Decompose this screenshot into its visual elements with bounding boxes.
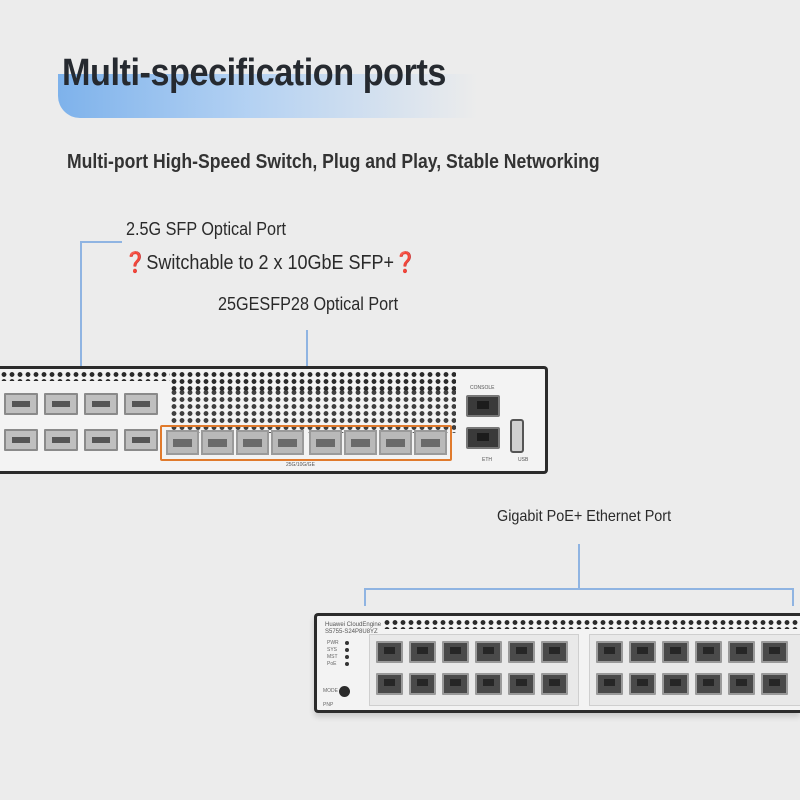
vent-holes-left — [0, 371, 170, 381]
led-label-poe: PoE — [327, 661, 337, 667]
console-label: CONSOLE — [470, 385, 495, 391]
sfp-port — [124, 393, 158, 415]
rj45-port — [376, 673, 403, 695]
rj45-port — [662, 673, 689, 695]
eth-label: ETH — [482, 457, 492, 463]
sfp28-port — [271, 430, 304, 455]
rj45-port — [629, 641, 656, 663]
rj45-port — [442, 673, 469, 695]
mode-button[interactable] — [339, 686, 350, 697]
rj45-port — [475, 641, 502, 663]
sfp-port — [44, 429, 78, 451]
port-group-label: 25G/10G/GE — [286, 462, 315, 468]
rj45-bank-1 — [369, 634, 579, 706]
callout-sfp-detail: ❓Switchable to 2 x 10GbE SFP+❓ — [124, 252, 417, 274]
callout-sfp-title: 2.5G SFP Optical Port — [126, 219, 286, 239]
leader-line-sfp-vertical — [80, 241, 82, 411]
vent-holes-top — [170, 371, 456, 391]
rj45-port — [508, 641, 535, 663]
brand-text: Huawei CloudEngine S5755-S24P8U8YZ — [325, 622, 381, 636]
leader-line-poe-stem — [578, 544, 580, 588]
brand-name: Huawei CloudEngine — [325, 622, 382, 628]
callout-poe: Gigabit PoE+ Ethernet Port — [497, 508, 672, 525]
sfp28-port — [344, 430, 377, 455]
switch-front-panel-top: 25G/10G/GE CONSOLE ETH USB — [0, 366, 548, 474]
rj45-port — [728, 673, 755, 695]
rj45-port — [409, 673, 436, 695]
leader-line-poe-bracket — [364, 588, 794, 590]
rj45-port — [728, 641, 755, 663]
switch-front-panel-bottom: Huawei CloudEngine S5755-S24P8U8YZ PWR S… — [314, 613, 800, 713]
sfp28-port — [414, 430, 447, 455]
sfp28-port — [201, 430, 234, 455]
usb-label: USB — [518, 457, 529, 463]
led-sys — [345, 648, 349, 652]
rj45-port — [761, 673, 788, 695]
rj45-port — [695, 673, 722, 695]
page-title: Multi-specification ports — [62, 52, 446, 94]
led-poe — [345, 662, 349, 666]
rj45-port — [409, 641, 436, 663]
sfp28-port — [166, 430, 199, 455]
led-label-pwr: PWR — [327, 640, 339, 646]
sfp-port — [4, 393, 38, 415]
sfp-port — [44, 393, 78, 415]
sfp28-highlight-box — [160, 425, 452, 461]
console-port — [466, 395, 500, 417]
rj45-port — [376, 641, 403, 663]
sfp-port — [4, 429, 38, 451]
sfp-port — [124, 429, 158, 451]
led-label-mst: MST — [327, 654, 338, 660]
eth-management-port — [466, 427, 500, 449]
vent-holes-bottom-switch — [383, 619, 800, 629]
sfp28-port — [236, 430, 269, 455]
rj45-port — [475, 673, 502, 695]
leader-line-poe-left — [364, 588, 366, 606]
rj45-port — [695, 641, 722, 663]
rj45-port — [662, 641, 689, 663]
rj45-port — [541, 641, 568, 663]
rj45-port — [761, 641, 788, 663]
model-name: S5755-S24P8U8YZ — [325, 629, 378, 635]
led-pwr — [345, 641, 349, 645]
sfp-port — [84, 429, 118, 451]
rj45-bank-2 — [589, 634, 800, 706]
rj45-port — [629, 673, 656, 695]
rj45-port — [596, 673, 623, 695]
rj45-port — [541, 673, 568, 695]
usb-port — [510, 419, 524, 453]
pnp-label: PNP — [323, 702, 334, 708]
leader-line-poe-right — [792, 588, 794, 606]
page-subtitle: Multi-port High-Speed Switch, Plug and P… — [67, 151, 600, 173]
led-label-sys: SYS — [327, 647, 338, 653]
rj45-port — [596, 641, 623, 663]
callout-sfp28: 25GESFP28 Optical Port — [218, 294, 399, 314]
sfp28-port — [309, 430, 342, 455]
sfp28-port — [379, 430, 412, 455]
leader-line-sfp-horizontal — [80, 241, 122, 243]
mode-label: MODE — [323, 688, 338, 694]
led-mst — [345, 655, 349, 659]
rj45-port — [508, 673, 535, 695]
title-highlight-band — [58, 74, 478, 118]
rj45-port — [442, 641, 469, 663]
sfp-port — [84, 393, 118, 415]
